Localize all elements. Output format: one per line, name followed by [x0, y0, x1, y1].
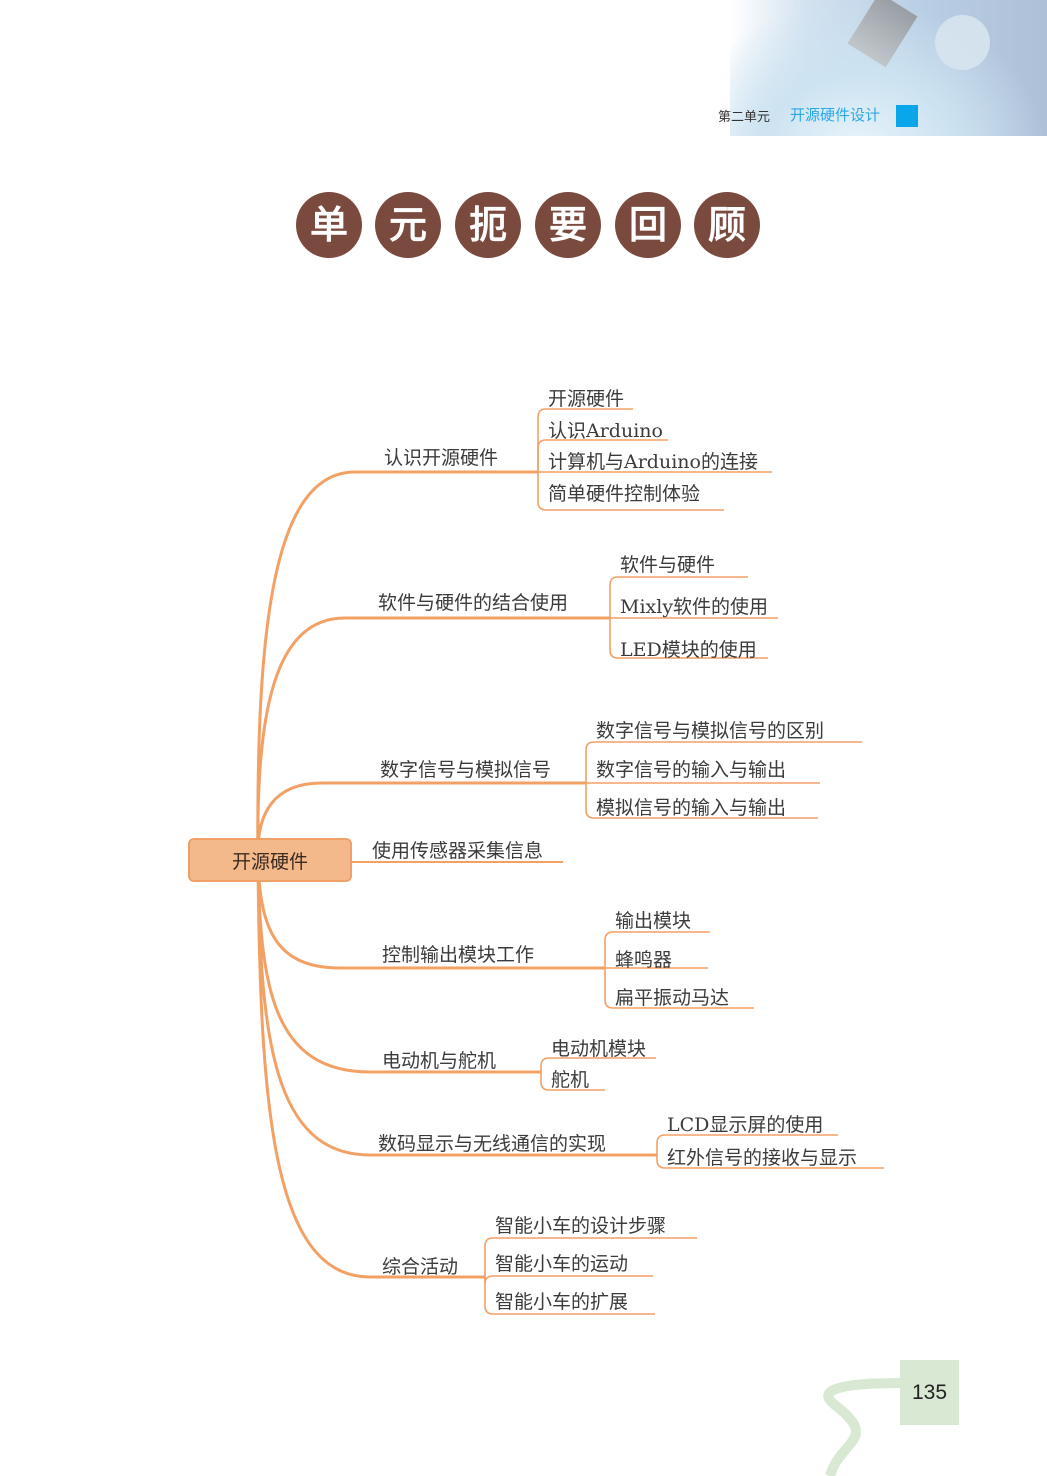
child-connector [484, 1275, 653, 1285]
child-connector [609, 618, 768, 659]
branch-label: 数字信号与模拟信号 [380, 759, 552, 781]
unit-title: 开源硬件设计 [790, 106, 881, 124]
child-label: LED模块的使用 [620, 639, 757, 661]
child-label: 电动机模块 [551, 1038, 647, 1060]
branch-label: 电动机与舵机 [382, 1050, 497, 1072]
title-char-circle: 顾 [694, 192, 760, 258]
branch-connector [256, 859, 657, 1157]
child-label: 计算机与Arduino的连接 [548, 451, 758, 473]
satellite-dish-image [935, 15, 990, 70]
child-connector [604, 968, 754, 1009]
child-connector [656, 1155, 884, 1169]
child-label: LCD显示屏的使用 [667, 1114, 824, 1136]
title-char-circle: 回 [615, 192, 681, 258]
branch-connector [256, 616, 610, 861]
child-connector [484, 1237, 697, 1277]
branch-label: 认识开源硬件 [384, 447, 499, 469]
child-label: 数字信号的输入与输出 [596, 759, 787, 781]
decorative-curve [823, 1378, 901, 1476]
child-label: 开源硬件 [548, 388, 625, 410]
child-connector [537, 439, 668, 472]
child-connector [585, 741, 862, 783]
child-label: 舵机 [551, 1069, 590, 1091]
child-connector [609, 576, 748, 618]
unit-marker-square [896, 105, 918, 127]
title-char-circle: 元 [375, 192, 441, 258]
child-connector [656, 1134, 838, 1155]
child-connector [537, 472, 724, 511]
child-label: 扁平振动马达 [615, 987, 730, 1009]
branch-label: 软件与硬件的结合使用 [378, 592, 569, 614]
child-connector [537, 408, 633, 472]
child-label: 智能小车的设计步骤 [495, 1215, 667, 1237]
branch-connector [256, 470, 538, 861]
unit-label: 第二单元 [718, 110, 771, 125]
child-label: Mixly软件的使用 [620, 596, 769, 618]
child-label: 智能小车的扩展 [495, 1291, 629, 1313]
child-connector [585, 783, 818, 819]
title-char-circle: 要 [535, 192, 601, 258]
child-label: 软件与硬件 [620, 554, 716, 576]
branch-label: 综合活动 [382, 1256, 459, 1278]
child-connector [604, 931, 710, 968]
branch-label: 数码显示与无线通信的实现 [378, 1133, 607, 1155]
page-number: 135 [911, 1381, 948, 1404]
child-label: 智能小车的运动 [495, 1253, 629, 1275]
child-label: 红外信号的接收与显示 [667, 1147, 858, 1169]
page-number-box [900, 1360, 959, 1425]
child-connector [540, 1072, 605, 1091]
child-label: 数字信号与模拟信号的区别 [596, 720, 825, 742]
child-label: 蜂鸣器 [615, 949, 673, 971]
child-connector [484, 1277, 655, 1315]
title-char-circle: 单 [296, 192, 362, 258]
child-connector [540, 1057, 656, 1072]
child-label: 简单硬件控制体验 [548, 483, 701, 505]
branch-label: 控制输出模块工作 [382, 944, 535, 966]
title-char-circle: 扼 [455, 192, 521, 258]
child-label: 认识Arduino [548, 420, 663, 442]
branch-label: 使用传感器采集信息 [372, 840, 544, 862]
mindmap-root: 开源硬件 [188, 838, 352, 882]
branch-connector [256, 859, 485, 1279]
child-label: 模拟信号的输入与输出 [596, 797, 787, 819]
child-label: 输出模块 [615, 910, 692, 932]
